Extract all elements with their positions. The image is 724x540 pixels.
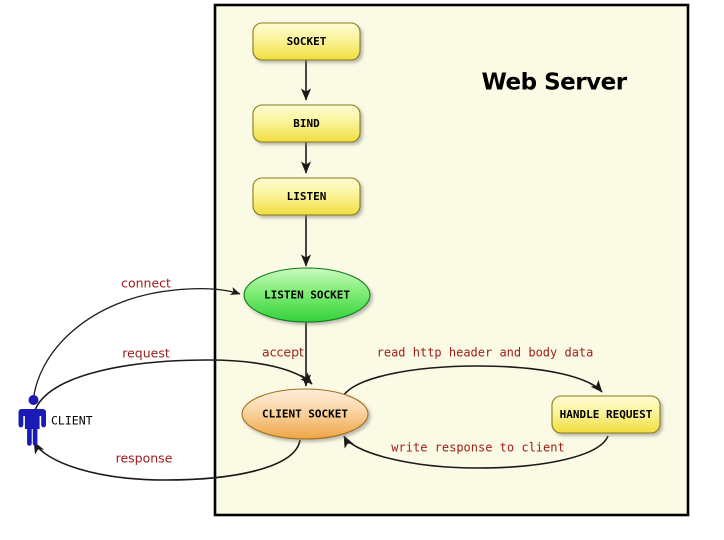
node-listen-socket-label: LISTEN SOCKET [264, 289, 350, 302]
web-server-title: Web Server [481, 70, 627, 96]
edge-read-request [341, 365, 603, 399]
edge-response [33, 439, 301, 481]
person-icon [18, 395, 46, 446]
node-handle-request-label: HANDLE REQUEST [560, 408, 653, 421]
edge-connect [32, 287, 241, 405]
node-bind-shape [252, 104, 361, 143]
node-bind-label: BIND [293, 117, 320, 130]
node-handle-request[interactable]: HANDLE REQUEST [551, 395, 661, 434]
actor-client[interactable]: CLIENT [18, 395, 93, 446]
edge-request [34, 359, 313, 411]
edge-label-read-request: read http header and body data [377, 346, 594, 360]
actor-client-label: CLIENT [51, 414, 93, 428]
node-listen[interactable]: LISTEN [252, 177, 361, 216]
edge-label-response: response [116, 451, 173, 466]
node-client-socket-label: CLIENT SOCKET [262, 408, 348, 421]
node-listen-socket[interactable]: LISTEN SOCKET [243, 267, 371, 323]
node-bind[interactable]: BIND [252, 104, 361, 143]
node-socket-shape [252, 22, 361, 61]
node-listen-socket-shape [243, 267, 371, 323]
node-listen-label: LISTEN [287, 190, 327, 203]
edge-label-accept: accept [262, 345, 304, 360]
edge-write-response [343, 435, 609, 469]
node-socket-label: SOCKET [287, 35, 327, 48]
edge-label-write-response: write response to client [391, 441, 564, 455]
node-listen-shape [252, 177, 361, 216]
web-server-panel: Web Server [213, 3, 690, 517]
node-handle-request-shape [551, 395, 661, 434]
node-client-socket-shape [241, 388, 369, 440]
edge-label-request: request [122, 346, 170, 361]
node-client-socket[interactable]: CLIENT SOCKET [241, 388, 369, 440]
edge-label-connect: connect [121, 276, 171, 291]
node-socket[interactable]: SOCKET [252, 22, 361, 61]
